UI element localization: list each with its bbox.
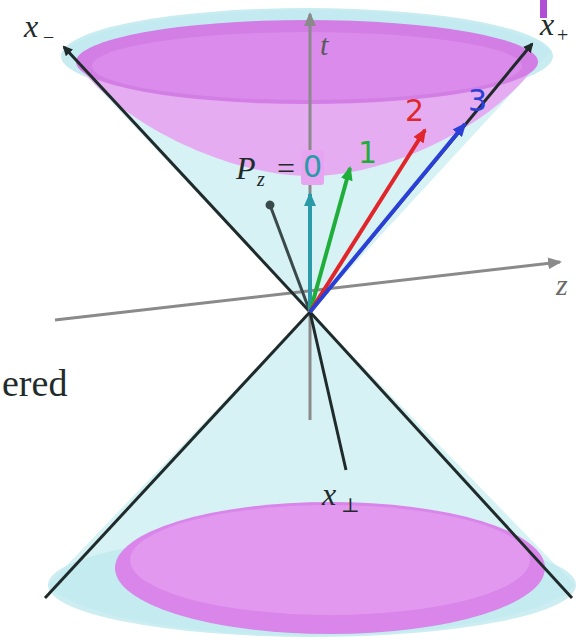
momentum-label: P (236, 150, 256, 187)
momentum-value: 3 (468, 84, 487, 119)
axis-subscript: + (557, 24, 568, 47)
equals-sign: = (277, 150, 295, 187)
axis-label: z (556, 268, 568, 303)
momentum-value: 0 (301, 150, 324, 185)
axis-label: x (322, 476, 336, 513)
momentum-subscript: z (257, 168, 265, 191)
axis-label: x (540, 6, 554, 43)
momentum-value: 2 (405, 94, 424, 129)
cropped-text: ered (2, 362, 67, 406)
axis-subscript: ⊥ (341, 494, 360, 517)
axis-subscript: − (43, 26, 54, 49)
momentum-value: 1 (358, 136, 377, 171)
axis-label: x (24, 8, 38, 45)
axis-label: t (320, 28, 328, 63)
